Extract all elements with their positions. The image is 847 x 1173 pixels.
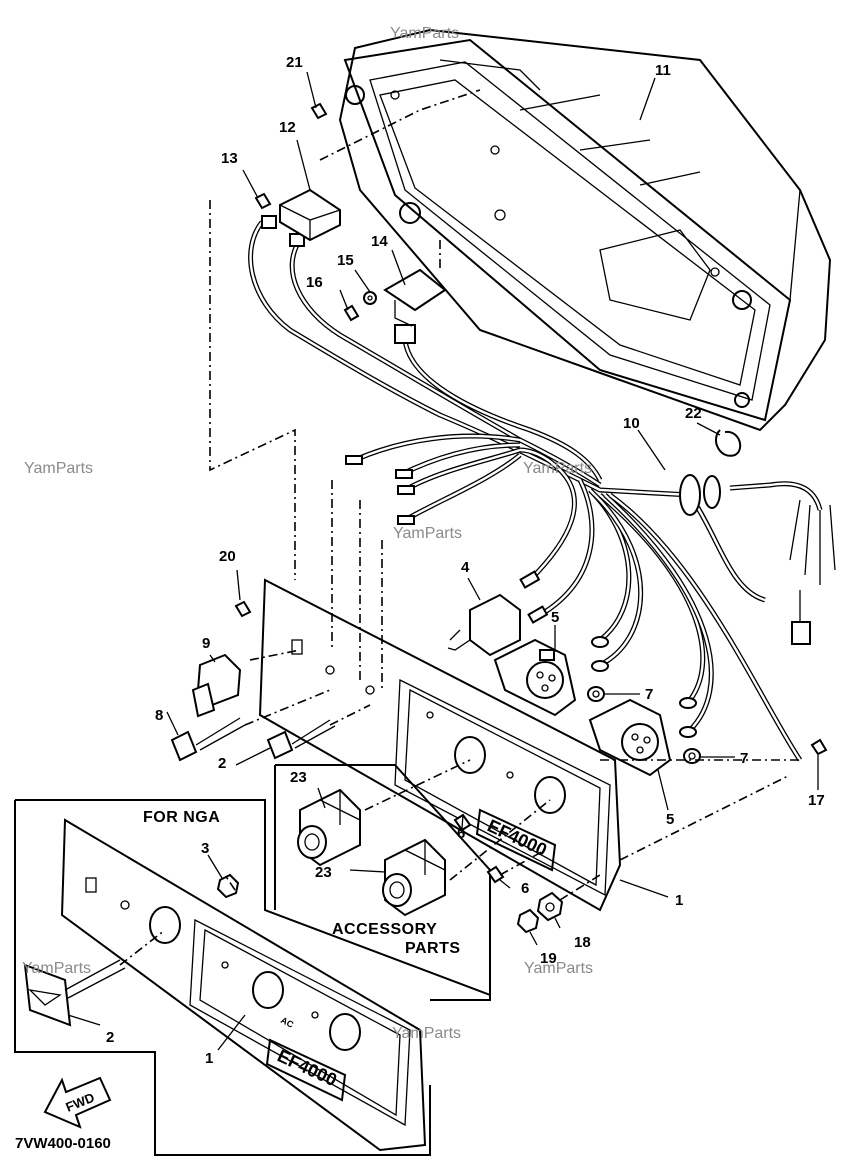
callout-11: 11 (655, 62, 671, 79)
watermark: YamParts (24, 460, 93, 477)
diagram-code: 7VW400-0160 (15, 1135, 111, 1152)
callout-2-nga: 2 (106, 1029, 114, 1046)
callout-22: 22 (685, 405, 702, 422)
callout-5: 5 (551, 609, 559, 626)
accessory-parts-label-line1: ACCESSORY (332, 921, 437, 938)
callout-19: 19 (540, 950, 557, 967)
callout-4: 4 (461, 559, 470, 576)
nga-panel-group: AC EF4000 FOR NGA (14, 799, 491, 1156)
front-panel: EF4000 (258, 578, 622, 912)
callout-5b: 5 (666, 811, 674, 828)
for-nga-label: FOR NGA (143, 809, 220, 826)
callout-23: 23 (290, 769, 307, 786)
receptacle-lower (382, 838, 446, 917)
assembly-leader-lines (119, 89, 800, 966)
receptacle-upper (297, 788, 361, 867)
callout-15: 15 (337, 252, 354, 269)
callout-20: 20 (219, 548, 236, 565)
wiring-harness (248, 215, 836, 762)
watermark: YamParts (22, 960, 91, 977)
callout-13: 13 (221, 150, 238, 167)
callout-1: 1 (675, 892, 683, 909)
fwd-arrow-icon: FWD (43, 1076, 112, 1129)
watermark: YamParts (524, 960, 593, 977)
watermark: YamParts (523, 460, 592, 477)
callout-3: 3 (201, 840, 209, 857)
callout-16: 16 (306, 274, 323, 291)
callout-9: 9 (202, 635, 210, 652)
watermark: YamParts (392, 1025, 461, 1042)
callout-21: 21 (286, 54, 303, 71)
callout-12: 12 (279, 119, 296, 136)
callout-1-nga: 1 (205, 1050, 213, 1067)
switch-components (170, 593, 828, 934)
callout-10: 10 (623, 415, 640, 432)
watermarks: YamParts YamParts YamParts YamParts YamP… (22, 25, 593, 1042)
callout-8: 8 (155, 707, 163, 724)
watermark: YamParts (393, 525, 462, 542)
callout-23b: 23 (315, 864, 332, 881)
fwd-label: FWD (64, 1090, 97, 1115)
callout-18: 18 (574, 934, 591, 951)
callout-leaders (67, 71, 819, 1051)
callout-14: 14 (371, 233, 388, 250)
outlet-receptacles (493, 638, 701, 777)
callout-2: 2 (218, 755, 226, 772)
accessory-parts-label-line2: PARTS (405, 940, 461, 957)
callout-7b: 7 (740, 750, 748, 767)
callout-6b: 6 (521, 880, 529, 897)
watermark: YamParts (390, 25, 459, 42)
control-box-housing (338, 28, 832, 432)
callout-17: 17 (808, 792, 825, 809)
breaker-bracket-parts (254, 102, 447, 327)
callout-7: 7 (645, 686, 653, 703)
callout-6: 6 (457, 825, 465, 842)
callout-numbers: 1 1 2 2 3 4 5 5 6 6 7 7 8 9 10 11 12 13 … (106, 54, 825, 1067)
